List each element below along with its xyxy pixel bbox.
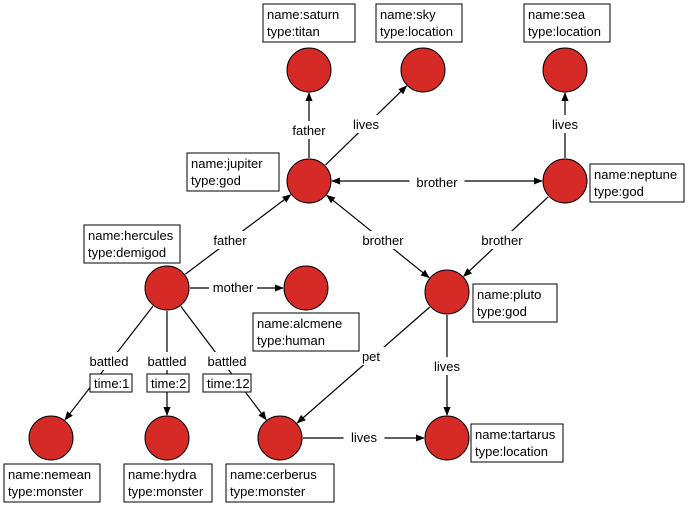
edge-label-text: mother <box>213 280 254 295</box>
edge-label-neptune-sea: lives <box>544 115 586 133</box>
edge-prop-text: time:2 <box>151 376 186 391</box>
edge-label-text: battled <box>89 354 128 369</box>
edge-label-jupiter-saturn: father <box>285 121 333 139</box>
edge-prop-hercules-nemean: time:1 <box>89 373 133 393</box>
edge-prop-text: time:12 <box>207 376 250 391</box>
node-label-neptune: name:neptune type:god <box>589 163 685 203</box>
node-label-saturn: name:saturn type:titan <box>262 3 356 43</box>
edge-label-text: battled <box>147 354 186 369</box>
node-type-text: type:monster <box>230 484 306 499</box>
edge-label-text: lives <box>353 117 380 132</box>
edge-label-text: lives <box>351 430 378 445</box>
node-type-text: type:location <box>380 24 453 39</box>
node-type-text: type:location <box>528 24 601 39</box>
node-nemean[interactable] <box>28 415 74 461</box>
edge-prop-hercules-cerberus: time:12 <box>202 373 252 393</box>
edge-label-pluto-cerberus: pet <box>357 347 385 365</box>
edge-label-pluto-tartarus: lives <box>426 357 468 375</box>
node-name-text: name:nemean <box>8 467 91 482</box>
node-pluto[interactable] <box>424 269 470 315</box>
node-tartarus[interactable] <box>424 415 470 461</box>
node-hercules[interactable] <box>144 265 190 311</box>
node-label-sea: name:sea type:location <box>523 3 611 43</box>
edge-label-hercules-nemean: battled <box>81 352 137 370</box>
node-label-tartarus: name:tartarus type:location <box>470 423 564 463</box>
edge-label-text: brother <box>481 233 523 248</box>
edge-label-text: lives <box>434 359 461 374</box>
edge-label-text: brother <box>416 175 458 190</box>
edge-label-hercules-jupiter: father <box>206 231 254 249</box>
node-name-text: name:jupiter <box>191 156 263 171</box>
node-neptune[interactable] <box>542 158 588 204</box>
edge-label-hercules-hydra: battled <box>139 352 195 370</box>
node-jupiter[interactable] <box>286 158 332 204</box>
node-cerberus[interactable] <box>257 415 303 461</box>
node-name-text: name:hercules <box>88 228 174 243</box>
node-type-text: type:god <box>594 184 644 199</box>
node-type-text: type:monster <box>8 484 84 499</box>
edge-prop-hercules-hydra: time:2 <box>146 373 190 393</box>
node-label-hercules: name:hercules type:demigod <box>83 224 181 264</box>
node-name-text: name:saturn <box>267 7 339 22</box>
node-name-text: name:sea <box>528 7 586 22</box>
edge-label-text: father <box>213 233 247 248</box>
edge-label-hercules-cerberus: battled <box>199 352 255 370</box>
node-type-text: type:god <box>477 304 527 319</box>
edge-label-cerberus-tartarus: lives <box>343 428 385 446</box>
node-label-cerberus: name:cerberus type:monster <box>225 463 335 503</box>
edge-label-text: battled <box>207 354 246 369</box>
node-type-text: type:location <box>475 444 548 459</box>
node-sea[interactable] <box>542 47 588 93</box>
node-alcmene[interactable] <box>283 265 329 311</box>
node-type-text: type:monster <box>128 484 204 499</box>
node-name-text: name:cerberus <box>230 467 317 482</box>
node-label-jupiter: name:jupiter type:god <box>186 152 280 192</box>
edge-label-text: brother <box>362 233 404 248</box>
node-label-pluto: name:pluto type:god <box>472 283 558 323</box>
node-label-nemean: name:nemean type:monster <box>3 463 101 503</box>
node-name-text: name:alcmene <box>257 316 342 331</box>
edge-prop-text: time:1 <box>94 376 129 391</box>
edge-label-neptune-pluto: brother <box>474 231 530 249</box>
node-type-text: type:demigod <box>88 245 166 260</box>
edge-label-text: father <box>292 123 326 138</box>
node-name-text: name:sky <box>380 7 436 22</box>
node-name-text: name:hydra <box>128 467 197 482</box>
node-name-text: name:pluto <box>477 287 541 302</box>
node-sky[interactable] <box>400 47 446 93</box>
edge-label-jupiter-pluto: brother <box>355 231 411 249</box>
node-label-alcmene: name:alcmene type:human <box>252 312 360 352</box>
node-name-text: name:tartarus <box>475 427 556 442</box>
node-name-text: name:neptune <box>594 167 677 182</box>
edge-label-text: pet <box>362 349 380 364</box>
edge-label-jupiter-sky: lives <box>345 115 387 133</box>
node-type-text: type:human <box>257 333 325 348</box>
node-type-text: type:titan <box>267 24 320 39</box>
node-label-sky: name:sky type:location <box>375 3 463 43</box>
node-label-hydra: name:hydra type:monster <box>123 463 213 503</box>
edge-label-hercules-alcmene: mother <box>209 278 257 296</box>
node-saturn[interactable] <box>286 47 332 93</box>
edge-label-jupiter-neptune: brother <box>409 173 465 191</box>
node-type-text: type:god <box>191 173 241 188</box>
edge-label-text: lives <box>552 117 579 132</box>
node-hydra[interactable] <box>144 415 190 461</box>
